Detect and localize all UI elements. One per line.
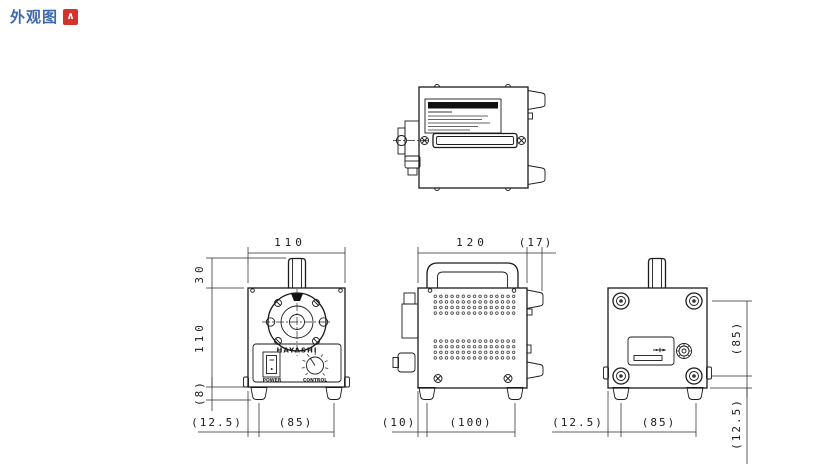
dim-front-foot-offset: (12.5) [191,416,243,429]
edge-screw [505,84,511,88]
dim-front-width: 110 [274,236,306,249]
latch [527,112,533,120]
page-header: 外观图 ∧ [10,6,79,27]
corner-bolt [612,367,630,385]
dim-back-bolt-span: (85) [730,321,743,356]
handle-front [287,257,307,288]
dim-front-handle-height: 30 [193,262,206,283]
screw-icon [312,337,320,345]
foot [418,387,436,400]
dim-side-tab-depth: (17) [519,236,554,249]
screw-icon [517,136,526,145]
dim-front-body-height: 110 [193,321,206,353]
dim-side-foot-offset: (10) [382,416,417,429]
side-tab [526,361,544,380]
dim-back-foot-offset: (12.5) [552,416,604,429]
dim-front-foot-span: (85) [279,416,314,429]
lens-mount-top [393,120,431,176]
corner-bolt [685,292,703,310]
knob-pointer [310,358,316,366]
screw-icon [503,374,513,383]
back-view [603,257,712,400]
screw-icon [274,299,282,307]
foot [250,387,268,400]
plug-icon [653,347,667,353]
edge-screw [434,84,440,88]
dim-side-foot-span: (100) [449,416,492,429]
intensity-knob-side [392,352,416,373]
dim-side-width: 120 [456,236,488,249]
vent-grid [432,338,516,361]
power-switch[interactable] [262,351,281,378]
handle-top [432,132,518,149]
foot [686,387,704,400]
latch [526,344,532,354]
front-panel: HAYASHI POWER CONTROL [252,343,342,384]
corner-bolt [612,292,630,310]
corner-bolt [685,367,703,385]
power-label: POWER [263,378,282,384]
side-tab [344,376,350,388]
foot [506,387,524,400]
clamp-screw [318,317,329,327]
power-inlet [627,336,675,366]
top-view [393,84,546,191]
clamp-screw [265,317,276,327]
edge-screw [434,187,440,191]
edge-screw [505,187,511,191]
screw-icon [274,337,282,345]
lamp-socket [262,289,332,356]
page-title[interactable]: 外观图 [10,8,59,26]
side-tab [526,289,544,310]
screw-icon [433,374,443,383]
round-connector [676,343,692,359]
knob-top [404,155,421,169]
side-view [392,262,544,400]
foot [612,387,630,400]
dim-back-foot-span: (85) [642,416,677,429]
pdf-icon[interactable]: ∧ [63,8,79,25]
dim-back-bolt-offset: (12.5) [730,398,743,450]
side-tab [243,376,249,388]
side-tab [603,366,609,380]
latch [526,308,533,316]
dimension-lines [198,247,752,464]
foot [325,387,343,400]
handle-side [426,262,519,288]
foot [527,164,546,186]
control-label: CONTROL [303,378,327,384]
side-tab [706,366,712,380]
brand-label: HAYASHI [277,347,318,355]
control-knob[interactable] [301,352,329,376]
vent-grid [432,293,516,316]
dim-front-foot-height: (8) [193,380,206,406]
dimension-labels: 110 30 110 (8) (12.5) (85) 120 (17) (10)… [191,236,743,450]
caution-label [424,98,502,134]
thumbscrew [403,292,416,305]
thumbscrew [291,293,303,301]
foot [527,89,546,111]
screw-icon [312,299,320,307]
handle-back [647,257,667,288]
front-view: HAYASHI POWER CONTROL [243,257,350,400]
lens-mount-side [401,292,419,339]
